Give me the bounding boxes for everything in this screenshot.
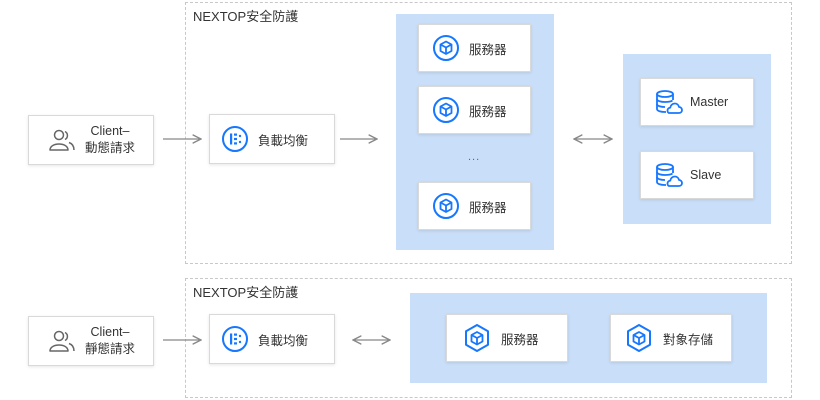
bottom-security-zone — [185, 278, 792, 398]
database-slave-node[interactable]: Slave — [640, 151, 754, 199]
top-security-zone — [185, 2, 792, 264]
server-cube-icon — [432, 96, 460, 124]
load-balancer-icon — [221, 125, 249, 153]
static-server-node[interactable]: 服務器 — [446, 314, 568, 362]
database-slave-label: Slave — [690, 168, 722, 182]
client-static-request[interactable]: Client– 靜態請求 — [28, 316, 154, 366]
database-master-label: Master — [690, 95, 729, 109]
server-ellipsis: ... — [468, 151, 481, 163]
client-label-line2: 動態請求 — [84, 141, 135, 155]
client-label: Client– 動態請求 — [85, 123, 135, 157]
database-master-node[interactable]: Master — [640, 78, 754, 126]
load-balancer-icon — [221, 325, 249, 353]
database-cloud-icon — [653, 160, 683, 190]
client-label-line1: Client– — [90, 124, 130, 138]
server-cube-icon — [432, 34, 460, 62]
load-balancer-label: 負載均衡 — [258, 133, 309, 148]
hex-cube-icon — [463, 323, 491, 353]
server-node-3[interactable]: 服務器 — [418, 182, 531, 230]
object-storage-node[interactable]: 對象存儲 — [610, 314, 732, 362]
server-node-2[interactable]: 服務器 — [418, 86, 531, 134]
server-label: 服務器 — [469, 104, 507, 119]
object-storage-label: 對象存儲 — [663, 332, 714, 347]
client-label-line1: Client– — [90, 325, 130, 339]
bottom-zone-title: NEXTOP安全防護 — [193, 285, 299, 300]
client-label: Client– 靜態請求 — [85, 324, 135, 358]
hex-cube-icon — [625, 323, 653, 353]
top-zone-title: NEXTOP安全防護 — [193, 9, 299, 24]
load-balancer-node[interactable]: 負載均衡 — [209, 114, 335, 164]
static-server-label: 服務器 — [501, 332, 539, 347]
server-label: 服務器 — [469, 200, 507, 215]
client-dynamic-request[interactable]: Client– 動態請求 — [28, 115, 154, 165]
load-balancer-node[interactable]: 負載均衡 — [209, 314, 335, 364]
server-cube-icon — [432, 192, 460, 220]
load-balancer-label: 負載均衡 — [258, 333, 309, 348]
users-icon — [47, 328, 77, 354]
server-node-1[interactable]: 服務器 — [418, 24, 531, 72]
database-cloud-icon — [653, 87, 683, 117]
users-icon — [47, 127, 77, 153]
client-label-line2: 靜態請求 — [84, 342, 135, 356]
server-label: 服務器 — [469, 42, 507, 57]
